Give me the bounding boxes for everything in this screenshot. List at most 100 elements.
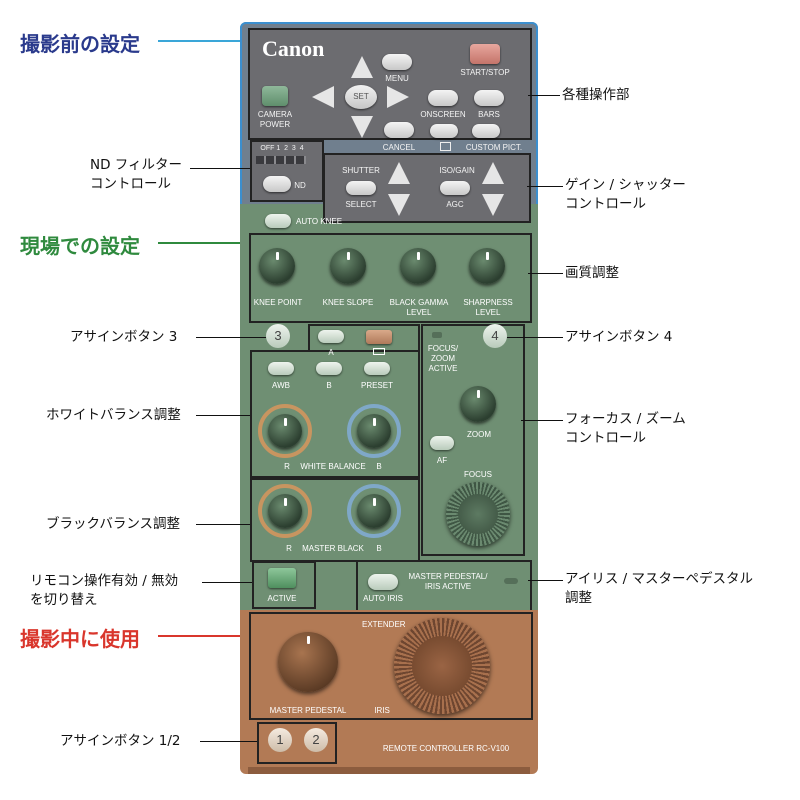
assign-1-button[interactable]: 1 [268,728,292,752]
callout-white-balance: ホワイトバランス調整 [46,407,181,423]
callout-white-balance-line [196,415,250,416]
wb-b-knob[interactable] [357,414,391,448]
knee-slope-knob[interactable] [330,248,366,284]
nd-scale: OFF 1 2 3 4 [260,145,304,152]
callout-assign3-line [196,337,266,338]
extender-label: EXTENDER [362,620,406,629]
iris-label: IRIS [374,706,390,715]
master-pedestal-knob[interactable] [278,632,338,692]
b-button[interactable] [316,362,342,375]
focus-panel [421,324,525,556]
zoom-knob[interactable] [460,386,496,422]
set-label: SET [353,92,369,101]
knob-indicator [306,636,310,644]
callout-assign12-line [200,741,257,742]
iris-panel [356,560,532,610]
shutter-select-button[interactable] [346,181,376,195]
menu-label: MENU [385,74,409,83]
gain-up-icon[interactable] [482,162,504,184]
auto-knee-button[interactable] [265,214,291,228]
cancel-button[interactable] [384,122,414,138]
nd-label: ND [294,181,306,190]
callout-black-balance: ブラックバランス調整 [46,516,181,532]
mb-r-knob[interactable] [268,494,302,528]
media-icon [440,142,451,151]
active-panel [252,561,316,609]
knob-indicator [283,498,287,506]
up-arrow-icon[interactable] [351,56,373,78]
callout-iris-pedestal: アイリス / マスターペデスタル 調整 [565,571,753,606]
nd-indicator [256,156,306,164]
callout-assign12: アサインボタン 1/2 [60,733,181,749]
focus-wheel-center [458,494,498,534]
gain-down-icon[interactable] [482,194,504,216]
assign12-panel [257,722,337,764]
iris-wheel-center [412,636,472,696]
awb-button[interactable] [268,362,294,375]
callout-remote-enable-line [202,582,252,583]
black-gamma-knob[interactable] [400,248,436,284]
right-arrow-icon[interactable] [387,86,409,108]
auto-iris-label: AUTO IRIS [363,594,403,603]
callout-various-ops: 各種操作部 [562,87,630,103]
callout-gain-shutter-line [527,186,563,187]
knob-indicator [485,252,489,260]
assign-4-button[interactable]: 4 [483,324,507,348]
down-arrow-icon[interactable] [351,116,373,138]
set-button[interactable] [345,85,377,109]
brand-logo: Canon [262,36,325,61]
black-panel [250,478,420,562]
knee-point-label: KNEE POINT [253,298,303,307]
auto-iris-button[interactable] [368,574,398,590]
wb-b-label: B [376,462,382,471]
preset-button[interactable] [364,362,390,375]
wb-r-knob[interactable] [268,414,302,448]
bars-button[interactable] [474,90,504,106]
start-stop-button[interactable] [470,44,500,64]
shutter-up-icon[interactable] [388,162,410,184]
agc-button[interactable] [440,181,470,195]
camera-power-button[interactable] [262,86,288,106]
menu-button[interactable] [382,54,412,70]
wb-b-ring [347,404,401,458]
custom-button-left[interactable] [430,124,458,138]
image-quality-panel [249,233,532,323]
knob-indicator [372,418,376,426]
active-button[interactable] [268,568,296,588]
mb-b-knob[interactable] [357,494,391,528]
custom-button-right[interactable] [472,124,500,138]
focus-label: FOCUS [464,470,492,479]
focus-zoom-active-label: FOCUS/ ZOOM ACTIVE [427,344,459,373]
assign-3-button[interactable]: 3 [266,324,290,348]
bottom-strip [248,767,530,774]
knee-point-knob[interactable] [259,248,295,284]
callout-image-quality-line [528,273,563,274]
callout-gain-shutter: ゲイン / シャッター コントロール [565,177,686,212]
knob-indicator [346,252,350,260]
master-black-label: MASTER BLACK [302,544,364,553]
mb-b-ring [347,484,401,538]
af-button[interactable] [430,436,454,450]
knob-indicator [275,252,279,260]
bars-label: BARS [478,110,500,119]
callout-assign4-line [507,337,563,338]
sharpness-knob[interactable] [469,248,505,284]
nd-button[interactable] [263,176,291,192]
awb-label: AWB [272,381,290,390]
callout-assign3: アサインボタン 3 [70,329,178,345]
b-label: B [326,381,332,390]
knob-indicator [476,390,480,398]
mb-b-label: B [376,544,382,553]
left-arrow-icon[interactable] [312,86,334,108]
wb-memory-button[interactable] [366,330,392,344]
start-stop-label: START/STOP [460,68,510,77]
callout-nd-filter-line [190,168,250,169]
a-button[interactable] [318,330,344,343]
camera-power-label: CAMERA POWER [257,110,293,129]
wb-r-ring [258,404,312,458]
sharpness-label: SHARPNESS LEVEL [463,298,513,317]
onscreen-button[interactable] [428,90,458,106]
assign-2-button[interactable]: 2 [304,728,328,752]
section-onsite: 現場での設定 [20,234,140,258]
shutter-down-icon[interactable] [388,194,410,216]
